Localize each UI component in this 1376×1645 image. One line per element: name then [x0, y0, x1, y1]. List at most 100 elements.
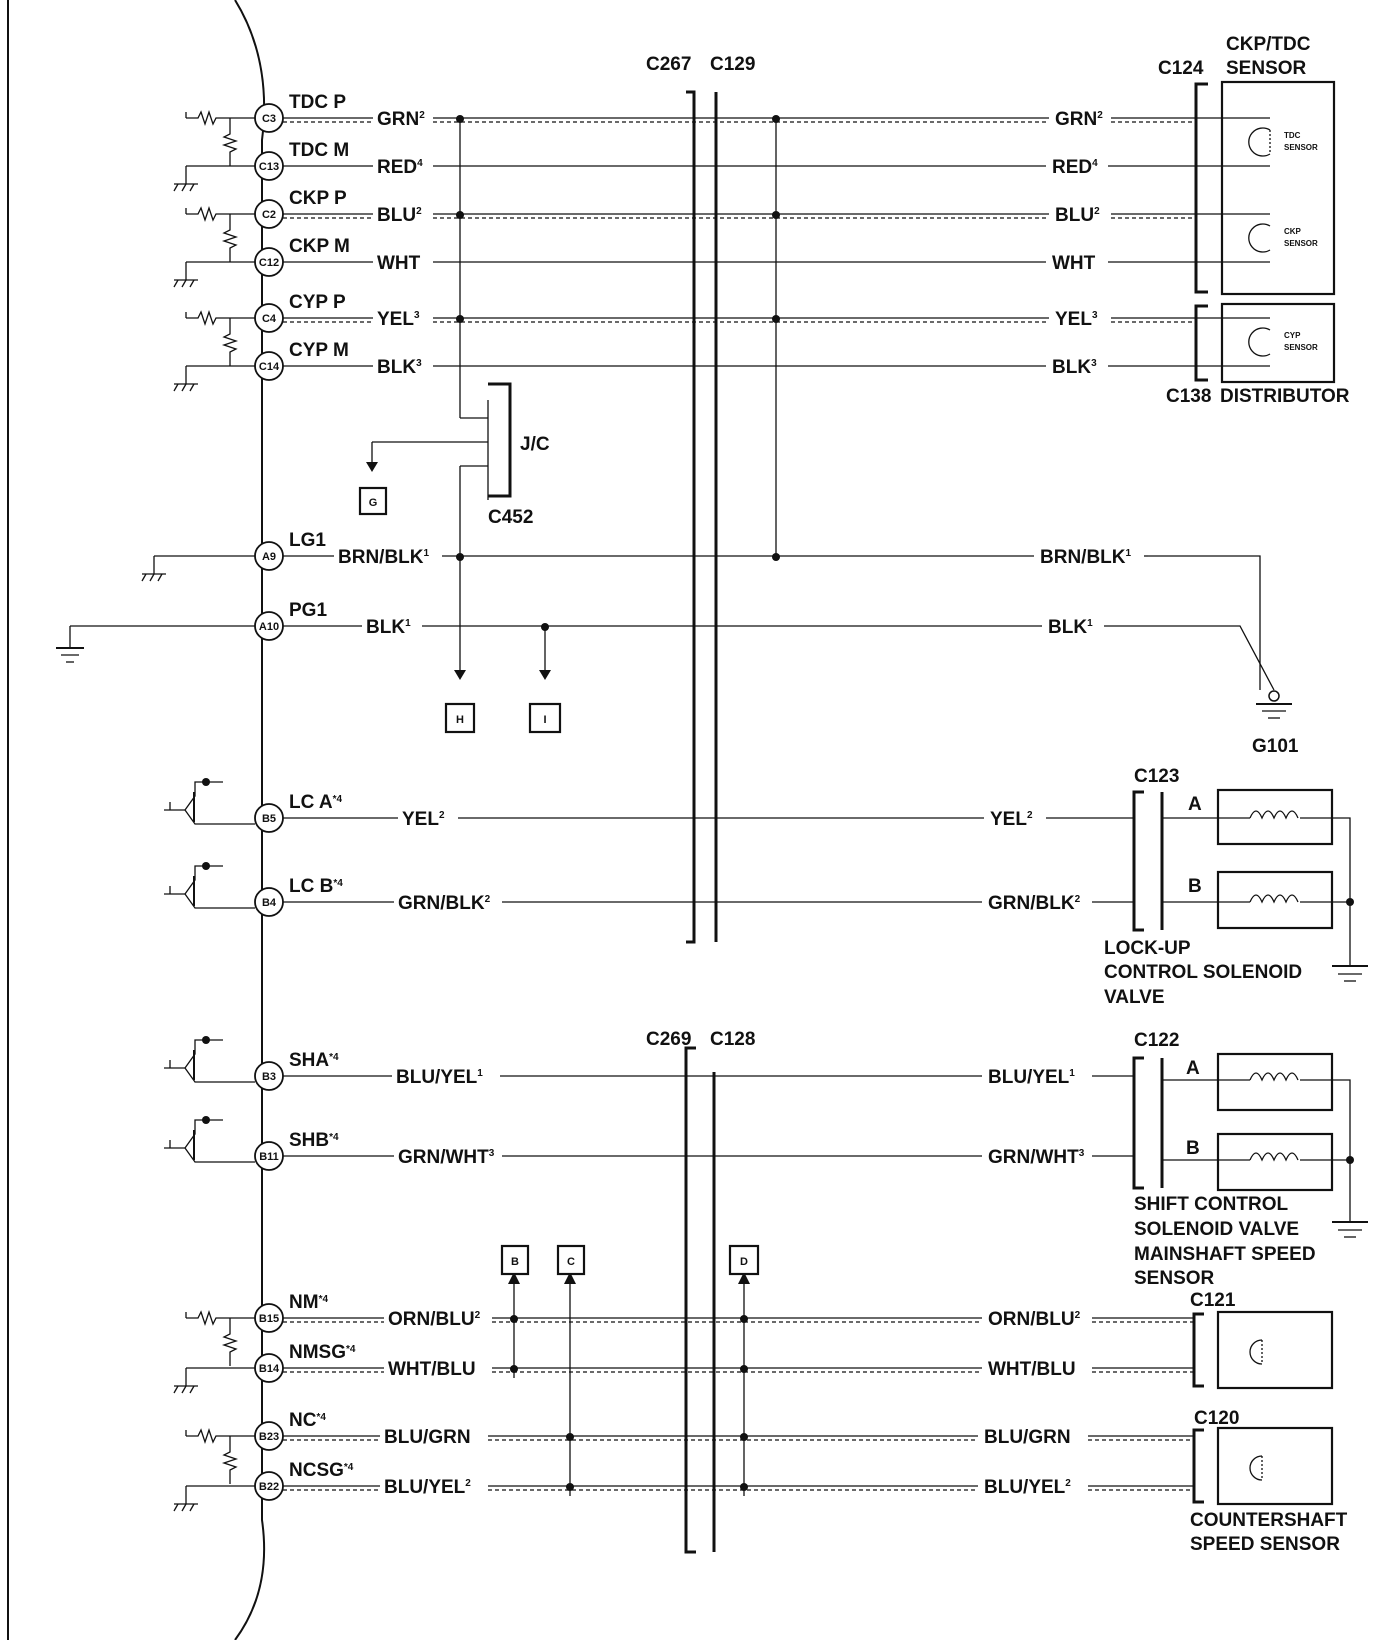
pin-code: B3	[262, 1071, 276, 1083]
pin-name: LC A*4	[289, 792, 343, 813]
pin-code: A10	[259, 621, 279, 633]
ground-g101: G101	[1148, 555, 1299, 757]
wire-label-right: GRN/BLK2	[988, 893, 1081, 914]
ecm-outline	[7, 0, 266, 1641]
wire-label-left: BLK1	[366, 617, 411, 638]
wire-label-left: GRN/WHT3	[398, 1147, 495, 1168]
lockup-title2: CONTROL SOLENOID	[1104, 962, 1302, 983]
ref-i-label: I	[543, 714, 546, 726]
wire-label-right: YEL2	[990, 809, 1033, 830]
tdc-inner-label: TDC	[1284, 131, 1301, 140]
pin-name: CKP M	[289, 236, 350, 257]
wire-label-left: BLU/YEL2	[384, 1477, 471, 1498]
pin-code: B15	[259, 1313, 279, 1325]
pin-name: CKP P	[289, 188, 347, 209]
pin-name: NC*4	[289, 1410, 326, 1431]
ref-branches-bcd: B C D	[500, 1244, 760, 1496]
ckp-tdc-title2: SENSOR	[1226, 58, 1307, 79]
pin-circle	[254, 1061, 284, 1091]
pin-name: NMSG*4	[289, 1342, 356, 1363]
wire-label-left: GRN2	[377, 109, 425, 130]
pin-code: C3	[262, 113, 276, 125]
wire-label-right: RED4	[1052, 157, 1098, 178]
pin-code: B4	[262, 897, 277, 909]
c122-label: C122	[1134, 1030, 1179, 1051]
wire-label-right: BLU/YEL2	[984, 1477, 1071, 1498]
pin-name: TDC P	[289, 92, 346, 113]
pin-row-c3: C3 TDC P GRN2 GRN2	[185, 92, 1196, 166]
pin-name: PG1	[289, 600, 327, 621]
pin-code: C2	[262, 209, 276, 221]
wire-label-left: BLU/YEL1	[396, 1067, 483, 1088]
lockup-b-label: B	[1188, 876, 1202, 897]
pin-name: LG1	[289, 530, 326, 551]
connector-c267-c129: C267 C129	[646, 54, 755, 944]
pin-name: SHA*4	[289, 1050, 339, 1071]
wire-label-left: BRN/BLK1	[338, 547, 430, 568]
c123-label: C123	[1134, 766, 1179, 787]
wire-label-right: BLU/GRN	[984, 1427, 1071, 1448]
c269-label: C269	[646, 1029, 691, 1050]
countershaft-speed-sensor: C120 COUNTERSHAFT SPEED SENSOR	[1190, 1408, 1348, 1555]
ref-c-label: C	[567, 1256, 575, 1268]
ref-h-label: H	[456, 714, 464, 726]
ref-g-label: G	[369, 497, 378, 509]
pin-name: SHB*4	[289, 1130, 339, 1151]
pin-code: B22	[259, 1481, 279, 1493]
wire-label-right: YEL3	[1055, 309, 1098, 330]
c138-label: C138	[1166, 386, 1211, 407]
shift-a-label: A	[1186, 1058, 1200, 1079]
c452-label: C452	[488, 507, 533, 528]
cyp-inner-label: CYP	[1284, 331, 1301, 340]
pin-code: C13	[259, 161, 279, 173]
c129-label: C129	[710, 54, 755, 75]
jc-label: J/C	[520, 434, 550, 455]
tdc-inner-label2: SENSOR	[1284, 143, 1318, 152]
wire-label-right: BLK1	[1048, 617, 1093, 638]
ref-d-label: D	[740, 1256, 748, 1268]
ckp-tdc-sensor: CKP/TDC SENSOR C124 TDC SENSOR CKP SENSO…	[1158, 34, 1336, 296]
lockup-a-label: A	[1188, 794, 1202, 815]
lockup-solenoid: C123 A B LOCK-UP CONTROL SOLENOID VALVE	[1104, 766, 1368, 1008]
mainshaft-speed-sensor: C121	[1190, 1290, 1334, 1390]
pin-code: B11	[259, 1151, 279, 1163]
wire-label-right: GRN2	[1055, 109, 1103, 130]
pin-code: B5	[262, 813, 276, 825]
wire-label-right: BLU/YEL1	[988, 1067, 1075, 1088]
pin-circle	[254, 803, 284, 833]
ckp-tdc-title: CKP/TDC	[1226, 34, 1311, 55]
cyp-sensor-distributor: CYP SENSOR C138 DISTRIBUTOR	[1166, 302, 1350, 407]
pin-code: C14	[259, 361, 280, 373]
pin-name: NCSG*4	[289, 1460, 354, 1481]
ref-b-label: B	[511, 1256, 519, 1268]
pin-name: CYP P	[289, 292, 346, 313]
pin-code: B23	[259, 1431, 279, 1443]
mainshaft-title1: MAINSHAFT SPEED	[1134, 1244, 1316, 1265]
shift-title2: SOLENOID VALVE	[1134, 1219, 1299, 1240]
pin-name: TDC M	[289, 140, 349, 161]
distributor-label: DISTRIBUTOR	[1220, 386, 1350, 407]
wire-label-left: BLK3	[377, 357, 422, 378]
shift-b-label: B	[1186, 1138, 1200, 1159]
shift-solenoid: C122 A B SHIFT CONTROL SOLENOID VALVE MA…	[1132, 1030, 1368, 1289]
pin-code: A9	[262, 551, 276, 563]
pin-circle	[254, 1141, 284, 1171]
pin-name: CYP M	[289, 340, 349, 361]
wire-label-left: BLU/GRN	[384, 1427, 471, 1448]
wire-label-left: WHT/BLU	[388, 1359, 476, 1380]
wire-label-left: YEL3	[377, 309, 420, 330]
g101-label: G101	[1252, 736, 1299, 757]
lockup-title1: LOCK-UP	[1104, 938, 1191, 959]
lockup-title3: VALVE	[1104, 987, 1165, 1008]
ref-box-h: H	[444, 702, 476, 734]
